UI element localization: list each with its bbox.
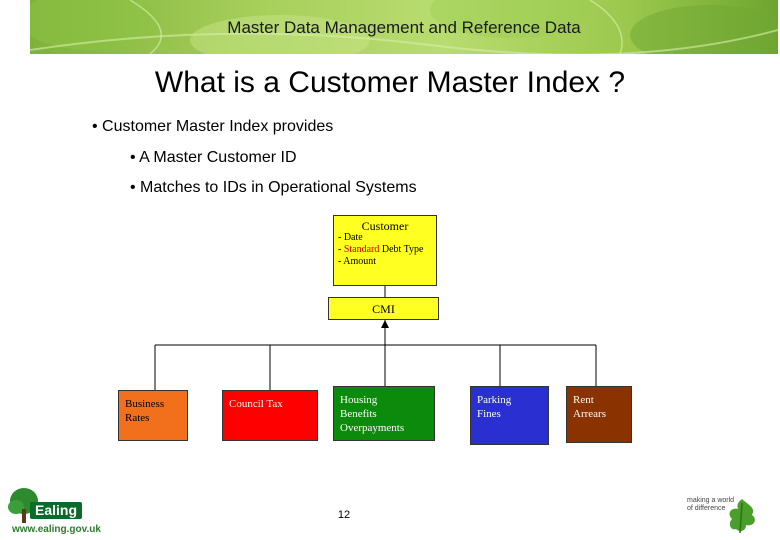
customer-box: Customer - Date - Standard Debt Type - A…: [333, 215, 437, 286]
system-label-business-rates: Business Rates: [125, 397, 164, 425]
debt-type-highlight: Standard: [343, 244, 380, 255]
system-box-business-rates: Business Rates: [118, 390, 188, 441]
page-number: 12: [337, 509, 351, 521]
ealing-logo-badge: Ealing: [30, 502, 83, 519]
bullet-matches-ids: • Matches to IDs in Operational Systems: [130, 179, 417, 196]
business-line1: Business: [125, 398, 165, 410]
housing-line3: Overpayments: [340, 422, 405, 434]
housing-line2: Benefits: [340, 408, 377, 420]
parking-line2: Fines: [477, 408, 501, 420]
header-banner: Master Data Management and Reference Dat…: [30, 0, 778, 54]
debt-type-prefix: -: [338, 244, 344, 255]
system-label-council-tax: Council Tax: [229, 397, 283, 411]
council-line1: Council Tax: [229, 398, 283, 410]
bullet-cmi-provides: • Customer Master Index provides: [92, 118, 334, 135]
customer-field-amount: - Amount: [338, 256, 377, 267]
system-label-rent-arrears: Rent Arrears: [573, 393, 606, 421]
system-box-rent-arrears: Rent Arrears: [566, 386, 632, 443]
housing-line1: Housing: [340, 394, 378, 406]
system-box-housing-benefits: Housing Benefits Overpayments: [333, 386, 435, 441]
system-box-council-tax: Council Tax: [222, 390, 318, 441]
bullet-master-customer-id: • A Master Customer ID: [130, 149, 297, 166]
parking-line1: Parking: [477, 394, 512, 406]
slide-title: What is a Customer Master Index ?: [154, 66, 626, 99]
customer-box-fields: - Date - Standard Debt Type - Amount: [338, 232, 424, 268]
tagline-text: making a world of difference: [687, 497, 734, 513]
system-label-housing-benefits: Housing Benefits Overpayments: [340, 393, 404, 435]
system-box-parking-fines: Parking Fines: [470, 386, 549, 445]
oak-leaf-icon: [729, 499, 755, 534]
tagline-line2: of difference: [687, 505, 726, 512]
debt-type-suffix: Debt Type: [379, 244, 424, 255]
business-line2: Rates: [125, 412, 150, 424]
cmi-box: CMI: [328, 297, 439, 320]
rent-line1: Rent: [573, 394, 594, 406]
ealing-tree-logo-icon: [8, 488, 38, 523]
banner-title: Master Data Management and Reference Dat…: [227, 18, 581, 37]
ealing-url: www.ealing.gov.uk: [12, 524, 101, 535]
system-label-parking-fines: Parking Fines: [477, 393, 511, 421]
leaf-background-graphic: [30, 0, 778, 54]
rent-line2: Arrears: [573, 408, 606, 420]
customer-field-date: - Date: [338, 232, 363, 243]
customer-box-title: Customer: [361, 219, 409, 233]
tagline-line1: making a world: [687, 497, 735, 504]
customer-field-debt-type: - Standard Debt Type: [338, 244, 424, 256]
